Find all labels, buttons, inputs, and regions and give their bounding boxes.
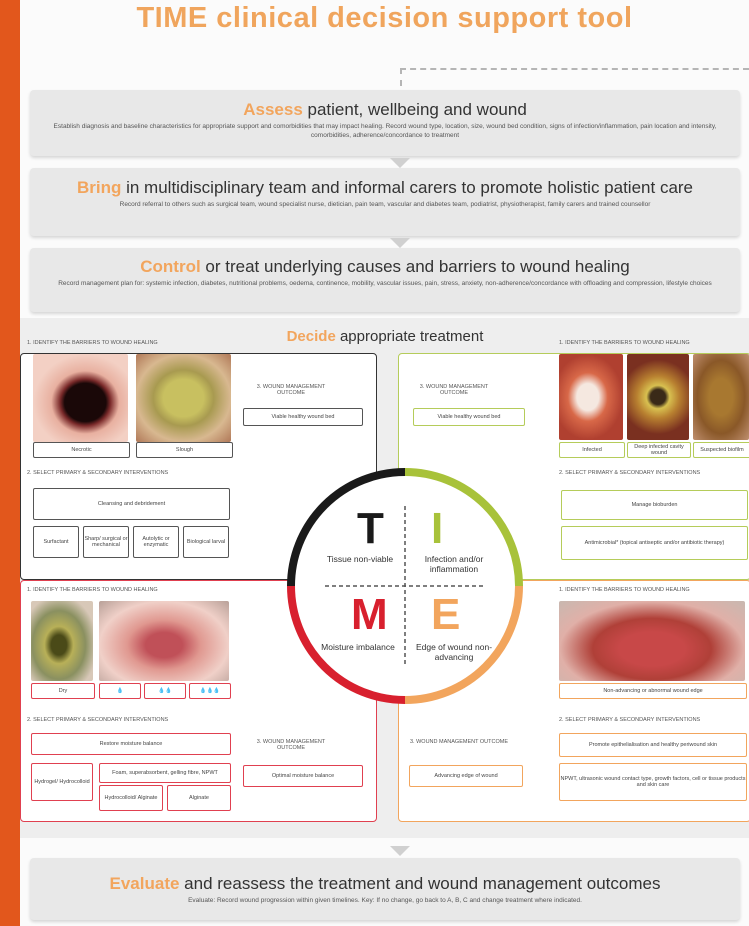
moisture-level-1: 💧 — [99, 683, 141, 699]
edge-outcome-heading: 3. WOUND MANAGEMENT OUTCOME — [409, 739, 509, 745]
tissue-outcome: Viable healthy wound bed — [243, 408, 363, 426]
assess-keyword: Assess — [243, 100, 303, 119]
npwt-box: NPWT, ultrasonic wound contact type, gro… — [559, 763, 747, 801]
moisture-identify-heading: 1. IDENTIFY THE BARRIERS TO WOUND HEALIN… — [27, 587, 158, 593]
bring-heading: Bring in multidisciplinary team and info… — [30, 178, 740, 198]
decide-keyword: Decide — [287, 328, 336, 345]
biofilm-label: Suspected biofilm — [693, 442, 749, 458]
tissue-select-heading: 2. SELECT PRIMARY & SECONDARY INTERVENTI… — [27, 470, 168, 476]
infected-label: Infected — [559, 442, 625, 458]
antimicrobial-box: Antimicrobial* (topical antiseptic and/o… — [561, 526, 748, 560]
left-accent-bar — [0, 0, 20, 926]
edge-photo-label: Non-advancing or abnormal wound edge — [559, 683, 747, 699]
page-title: TIME clinical decision support tool — [20, 2, 749, 35]
moisture-outcome: Optimal moisture balance — [243, 765, 363, 787]
surfactant-option: Surfactant — [33, 526, 79, 558]
infected-photo — [559, 354, 623, 440]
restore-moisture-box: Restore moisture balance — [31, 733, 231, 755]
moisture-level-3: 💧💧💧 — [189, 683, 231, 699]
connector-arrow — [390, 238, 410, 248]
infection-outcome: Viable healthy wound bed — [413, 408, 525, 426]
assess-heading-rest: patient, wellbeing and wound — [303, 100, 527, 119]
evaluate-keyword: Evaluate — [110, 874, 180, 893]
necrotic-label: Necrotic — [33, 442, 130, 458]
tissue-identify-heading: 1. IDENTIFY THE BARRIERS TO WOUND HEALIN… — [27, 340, 158, 346]
alginate-option: Alginate — [167, 785, 231, 811]
deep-cavity-label: Deep infected cavity wound — [627, 442, 691, 458]
connector-arrow — [390, 846, 410, 856]
bring-band: Bring in multidisciplinary team and info… — [30, 168, 740, 236]
control-heading: Control or treat underlying causes and b… — [30, 257, 740, 277]
biofilm-photo — [693, 354, 749, 440]
evaluate-text: Evaluate: Record wound progression withi… — [50, 896, 720, 905]
biological-option: Biological larval — [183, 526, 229, 558]
moisture-label: Moisture imbalance — [313, 642, 403, 652]
evaluate-heading-rest: and reassess the treatment and wound man… — [179, 874, 660, 893]
evaluate-heading: Evaluate and reassess the treatment and … — [30, 874, 740, 894]
control-text: Record management plan for: systemic inf… — [50, 279, 720, 288]
hydrogel-option: Hydrogel/ Hydrocolloid — [31, 763, 93, 801]
evaluate-band: Evaluate and reassess the treatment and … — [30, 858, 740, 920]
moisture-select-heading: 2. SELECT PRIMARY & SECONDARY INTERVENTI… — [27, 717, 168, 723]
slough-label: Slough — [136, 442, 233, 458]
infection-label: Infection and/or inflammation — [409, 554, 499, 574]
tissue-label: Tissue non-viable — [315, 554, 405, 564]
tissue-outcome-heading: 3. WOUND MANAGEMENT OUTCOME — [246, 384, 336, 396]
assess-text: Establish diagnosis and baseline charact… — [50, 122, 720, 140]
edge-outcome: Advancing edge of wound — [409, 765, 523, 787]
infection-select-heading: 2. SELECT PRIMARY & SECONDARY INTERVENTI… — [559, 470, 700, 476]
necrotic-photo — [33, 354, 128, 442]
epithelialisation-box: Promote epithelialisation and healthy pe… — [559, 733, 747, 757]
assess-heading: Assess patient, wellbeing and wound — [30, 100, 740, 120]
moisture-outcome-heading: 3. WOUND MANAGEMENT OUTCOME — [246, 739, 336, 751]
bring-text: Record referral to others such as surgic… — [50, 200, 720, 209]
edge-select-heading: 2. SELECT PRIMARY & SECONDARY INTERVENTI… — [559, 717, 700, 723]
autolytic-option: Autolytic or enzymatic — [133, 526, 179, 558]
time-circle-graphic — [285, 466, 525, 706]
slough-photo — [136, 354, 231, 442]
page: TIME clinical decision support tool Asse… — [20, 0, 749, 926]
foam-option: Foam, superabsorbent, gelling fibre, NPW… — [99, 763, 231, 783]
dashed-return-arrow — [400, 68, 402, 86]
infection-identify-heading: 1. IDENTIFY THE BARRIERS TO WOUND HEALIN… — [559, 340, 690, 346]
cleansing-debridement-box: Cleansing and debridement — [33, 488, 230, 520]
letter-m: M — [351, 590, 388, 640]
control-keyword: Control — [140, 257, 200, 276]
control-band: Control or treat underlying causes and b… — [30, 248, 740, 312]
decide-heading: Decide appropriate treatment — [220, 328, 550, 345]
edge-label: Edge of wound non-advancing — [409, 642, 499, 662]
decide-heading-rest: appropriate treatment — [336, 328, 484, 345]
assess-band: Assess patient, wellbeing and wound Esta… — [30, 90, 740, 156]
hydrocolloid-alginate-option: Hydrocolloid/ Alginate — [99, 785, 163, 811]
letter-i: I — [431, 504, 443, 554]
control-heading-rest: or treat underlying causes and barriers … — [201, 257, 630, 276]
moisture-level-2: 💧💧 — [144, 683, 186, 699]
dry-wound-photo — [31, 601, 93, 681]
bring-heading-rest: in multidisciplinary team and informal c… — [121, 178, 693, 197]
dry-label: Dry — [31, 683, 95, 699]
time-circle: T Tissue non-viable I Infection and/or i… — [285, 466, 525, 706]
letter-t: T — [357, 504, 384, 554]
manage-bioburden-box: Manage bioburden — [561, 490, 748, 520]
edge-wound-photo — [559, 601, 745, 681]
connector-arrow — [390, 158, 410, 168]
letter-e: E — [431, 590, 460, 640]
infection-outcome-heading: 3. WOUND MANAGEMENT OUTCOME — [409, 384, 499, 396]
deep-cavity-photo — [627, 354, 689, 440]
bring-keyword: Bring — [77, 178, 121, 197]
edge-identify-heading: 1. IDENTIFY THE BARRIERS TO WOUND HEALIN… — [559, 587, 690, 593]
wet-wound-photo — [99, 601, 229, 681]
dashed-return-line — [400, 68, 749, 70]
sharp-surgical-option: Sharp/ surgical or mechanical — [83, 526, 129, 558]
